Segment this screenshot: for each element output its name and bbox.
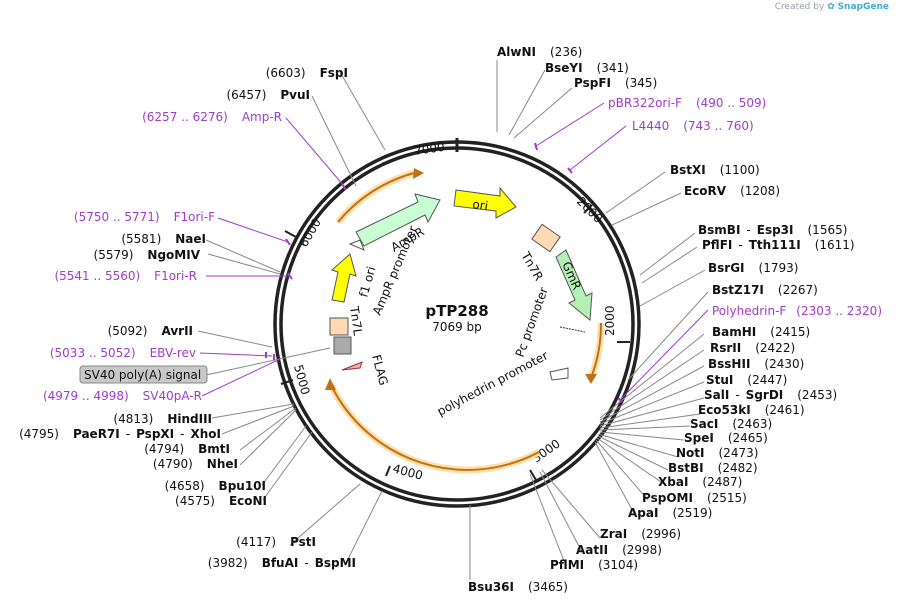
site-pspfi: PspFI(345) [574, 76, 657, 90]
arc-arrowhead-3 [325, 378, 336, 390]
tn7r-box [531, 223, 561, 253]
site-zrai: ZraI(2996) [600, 527, 681, 541]
credit-brand: SnapGene [837, 2, 889, 12]
site-pflfi: PflFI-Tth111I(1611) [702, 238, 855, 252]
primer-polyhedrin-f: Polyhedrin-F(2303 .. 2320) [712, 304, 882, 318]
snapgene-logo-icon: ✿ [827, 2, 835, 12]
tick-label-2000: 2000 [603, 305, 617, 336]
site-ecorv: EcoRV(1208) [684, 184, 780, 198]
flag-glyph [341, 361, 363, 371]
primer-labels: pBR322ori-F(490 .. 509) L4440(743 .. 760… [43, 96, 882, 403]
site-naei: (5581)NaeI [121, 232, 206, 246]
tick-marks [280, 204, 630, 481]
site-bsu36i: Bsu36I(3465) [468, 580, 568, 594]
site-bsshii: BssHII(2430) [708, 357, 804, 371]
site-apai: ApaI(2519) [628, 506, 712, 520]
site-psti: (4117)PstI [236, 535, 316, 549]
tick-label-7000: 7000 [413, 140, 445, 158]
polyhedrin-promoter-glyph [549, 367, 569, 381]
site-bstxi: BstXI(1100) [670, 163, 760, 177]
site-bsmbi: BsmBI-Esp3I(1565) [698, 223, 847, 237]
sv40-box [333, 336, 352, 355]
site-bstz17i: BstZ17I(2267) [712, 283, 818, 297]
site-labels-left: (3982)BfuAI-BspMI (4117)PstI (4575)EcoNI… [19, 66, 356, 570]
flag-label: FLAG [369, 353, 391, 387]
site-rsrii: RsrII(2422) [710, 341, 795, 355]
ampr-arrow [355, 193, 441, 247]
plasmid-length: 7069 bp [432, 320, 482, 334]
primer-f1ori-f: (5750 .. 5771)F1ori-F [74, 210, 215, 224]
site-bamhi: BamHI(2415) [712, 325, 810, 339]
site-pspomi: PspOMI(2515) [642, 491, 747, 505]
site-bpu10i: (4658)Bpu10I [165, 479, 266, 493]
site-avrii: (5092)AvrII [108, 324, 193, 338]
primer-amp-r: (6257 .. 6276)Amp-R [142, 110, 282, 124]
primer-ebv-rev: (5033 .. 5052)EBV-rev [50, 346, 196, 360]
site-alwni: AlwNI(236) [497, 45, 582, 59]
site-noti: NotI(2473) [676, 446, 758, 460]
site-aatii: AatII(2998) [576, 543, 662, 557]
site-fspi: (6603)FspI [266, 66, 348, 80]
site-sali: SalI-SgrDI(2453) [704, 388, 837, 402]
feature-arc-bottom-line [330, 384, 540, 471]
primer-pbr322ori-f: pBR322ori-F(490 .. 509) [608, 96, 766, 110]
primer-sv40pa-r: (4979 .. 4998)SV40pA-R [43, 389, 202, 403]
primer-leader-lines [199, 102, 709, 401]
feature-arc-ampr-cds-line [337, 172, 415, 223]
arc-arrowhead-2 [585, 374, 597, 384]
primer-markers [265, 142, 623, 403]
site-eco53ki: Eco53kI(2461) [698, 403, 805, 417]
site-pflmi: PflMI(3104) [550, 558, 638, 572]
pc-promoter-label: Pc promoter [513, 285, 551, 359]
site-xbai: XbaI(2487) [658, 475, 742, 489]
f1-ori-label: f1 ori [356, 265, 378, 299]
tn7r-label: Tn7R [518, 249, 546, 284]
site-paer7i: (4795)PaeR7I-PspXI-XhoI [19, 427, 221, 441]
site-nhei: (4790)NheI [153, 457, 238, 471]
credit-prefix: Created by [774, 2, 825, 12]
site-saci: SacI(2463) [690, 417, 772, 431]
ori-arrow [453, 186, 517, 219]
arc-arrowhead [413, 168, 424, 179]
site-hindiii: (4813)HindIII [113, 412, 212, 426]
plasmid-name: pTP288 [425, 302, 488, 320]
tn7l-label: Tn7L [347, 304, 365, 336]
site-bseyi: BseYI(341) [545, 61, 629, 75]
site-bstbi: BstBI(2482) [668, 461, 758, 475]
sv40-label: SV40 poly(A) signal [84, 368, 201, 382]
site-leader-lines [197, 60, 709, 580]
tn7l-box [329, 317, 349, 336]
primer-f1ori-r: (5541 .. 5560)F1ori-R [54, 269, 197, 283]
ampr-promoter-glyph [348, 239, 365, 251]
site-labels-right: AlwNI(236) BseYI(341) PspFI(345) BstXI(1… [468, 45, 855, 594]
site-bsrgi: BsrGI(1793) [708, 261, 798, 275]
snapgene-credit: Created by ✿ SnapGene [775, 2, 889, 12]
site-bmti: (4794)BmtI [144, 442, 230, 456]
f1-ori-arrow [331, 253, 357, 303]
pc-promoter-glyph [559, 326, 586, 333]
ori-label: ori [472, 197, 489, 213]
sv40-label-box [79, 365, 208, 384]
site-spei: SpeI(2465) [684, 431, 768, 445]
site-bfuai: (3982)BfuAI-BspMI [208, 556, 356, 570]
site-stui: StuI(2447) [706, 373, 787, 387]
site-ngomiv: (5579)NgoMIV [94, 248, 201, 262]
sv40-leader [205, 347, 331, 376]
gmr-label: GmR [559, 260, 584, 292]
primer-l4440: L4440(743 .. 760) [632, 119, 754, 133]
polyhedrin-promoter-label: polyhedrin promoter [435, 348, 551, 418]
site-econi: (4575)EcoNI [175, 494, 267, 508]
gmr-arrow [555, 249, 593, 321]
site-pvui: (6457)PvuI [226, 88, 310, 102]
